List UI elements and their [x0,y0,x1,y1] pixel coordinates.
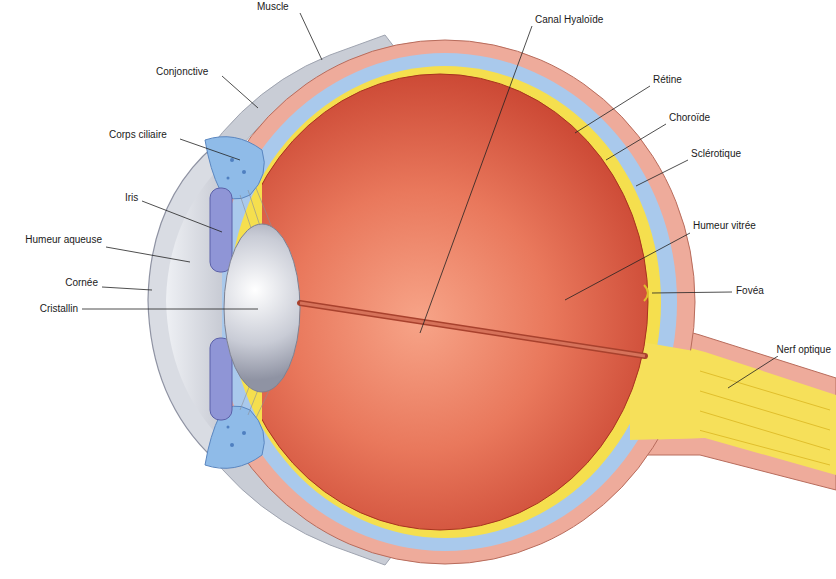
part-label: Conjonctive [155,66,209,78]
part-label: Humeur aqueuse [24,234,103,246]
part-label: Cristallin [39,303,79,315]
part-label: Iris [124,192,139,204]
part-label: Choroïde [668,112,711,124]
part-label: Cornée [64,277,99,289]
part-label: Muscle [256,1,290,13]
part-label: Nerf optique [776,344,832,356]
part-label: Canal Hyaloïde [534,14,604,26]
part-label: Rétine [652,74,683,86]
part-label: Fovéa [735,285,765,297]
part-label: Sclérotique [690,148,742,160]
part-label: Corps ciliaire [108,129,168,141]
part-label: Humeur vitrée [692,220,757,232]
